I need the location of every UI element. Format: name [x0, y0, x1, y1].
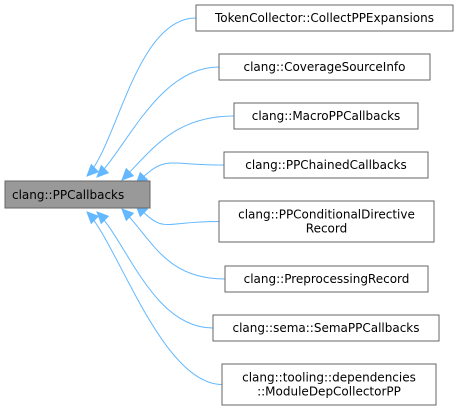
node-label-line: TokenCollector::CollectPPExpansions	[214, 11, 434, 25]
node-label-line: ::ModuleDepCollectorPP	[257, 385, 401, 399]
inheritance-edge	[86, 17, 197, 177]
root-node-pp-callbacks[interactable]: clang::PPCallbacks	[4, 180, 151, 209]
inheritance-edge	[121, 208, 226, 280]
node-label-line: clang::PPChainedCallbacks	[245, 158, 407, 172]
arrowhead	[86, 211, 100, 225]
node-box	[212, 314, 440, 342]
node-label-line: clang::PPConditionalDirective	[238, 208, 415, 222]
node-label-line: clang::MacroPPCallbacks	[252, 109, 401, 123]
node-label-line: clang::tooling::dependencies	[242, 371, 416, 385]
derived-class-nodes: TokenCollector::CollectPPExpansionsclang…	[195, 4, 454, 406]
inheritance-edge	[135, 204, 220, 226]
inheritance-edge	[121, 115, 235, 181]
node-box	[195, 4, 454, 32]
root-node-box	[4, 180, 151, 209]
arrowhead	[121, 167, 135, 181]
inheritance-edge	[86, 211, 223, 385]
derived-class-node[interactable]: clang::MacroPPCallbacks	[233, 102, 419, 130]
arrowhead	[96, 164, 110, 178]
arrowhead	[121, 208, 135, 222]
node-label-line: Record	[306, 222, 347, 236]
derived-class-node[interactable]: clang::CoverageSourceInfo	[218, 53, 431, 81]
node-box	[221, 363, 437, 406]
node-box	[224, 265, 429, 293]
inheritance-edge	[96, 211, 214, 329]
arrowhead	[86, 163, 100, 177]
derived-class-node[interactable]: TokenCollector::CollectPPExpansions	[195, 4, 454, 32]
node-label-line: clang::PreprocessingRecord	[244, 272, 410, 286]
node-box	[218, 53, 431, 81]
derived-class-node[interactable]: clang::PreprocessingRecord	[224, 265, 429, 293]
node-box	[218, 200, 435, 243]
node-label-line: clang::CoverageSourceInfo	[243, 60, 405, 74]
node-box	[223, 151, 429, 179]
root-node-label: clang::PPCallbacks	[12, 188, 124, 202]
derived-class-node[interactable]: clang::PPChainedCallbacks	[223, 151, 429, 179]
node-box	[233, 102, 419, 130]
derived-class-node[interactable]: clang::sema::SemaPPCallbacks	[212, 314, 440, 342]
inheritance-edge	[96, 66, 220, 178]
arrowhead	[96, 211, 110, 225]
derived-class-node[interactable]: clang::tooling::dependencies::ModuleDepC…	[221, 363, 437, 406]
node-label-line: clang::sema::SemaPPCallbacks	[232, 321, 419, 335]
inheritance-edge	[135, 162, 225, 185]
